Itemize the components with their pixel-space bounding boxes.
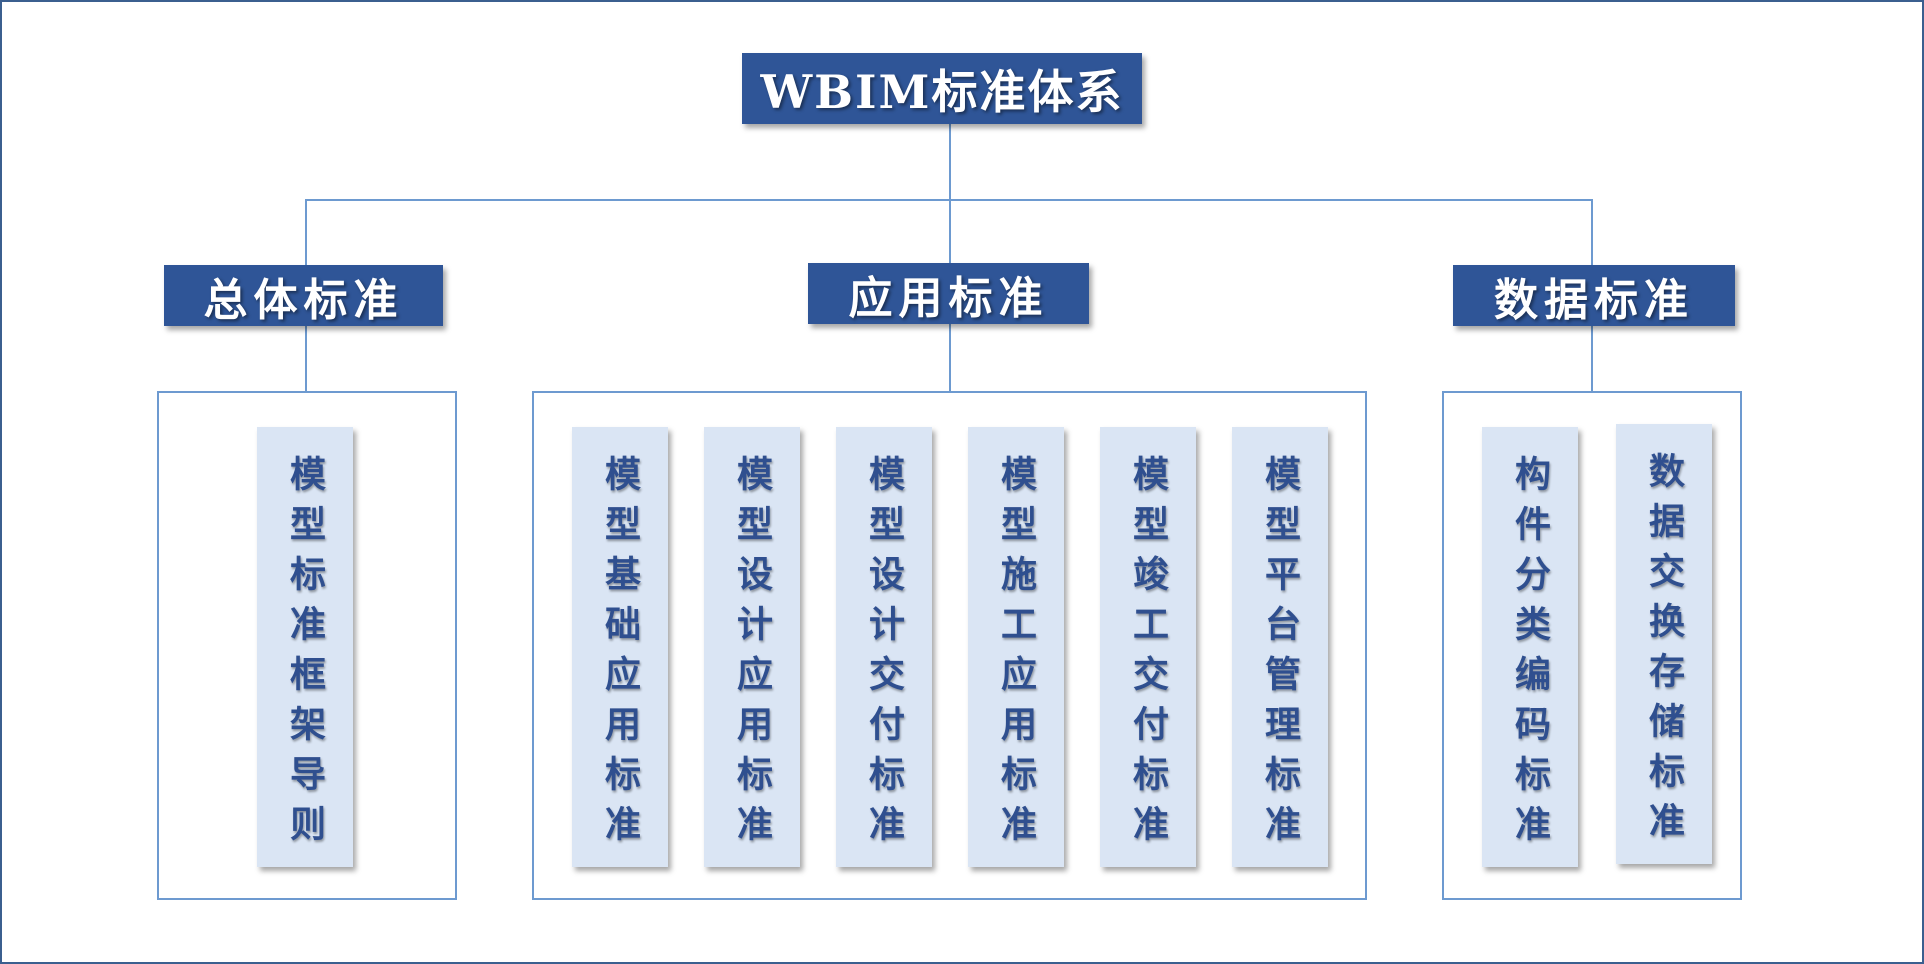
leaf-label: 模型竣工交付标准 <box>1127 455 1169 855</box>
leaf-node: 模型设计交付标准 <box>836 427 932 867</box>
leaf-label: 模型设计交付标准 <box>863 455 905 855</box>
leaf-node: 构件分类编码标准 <box>1482 427 1578 867</box>
leaf-node: 模型基础应用标准 <box>572 427 668 867</box>
category-node-application: 应用标准 <box>808 263 1089 324</box>
connector-drop-middle <box>949 199 951 263</box>
connector-left-to-group <box>305 326 307 391</box>
leaf-node: 模型施工应用标准 <box>968 427 1064 867</box>
connector-middle-to-group <box>949 324 951 391</box>
category-node-data: 数据标准 <box>1453 265 1735 326</box>
leaf-node: 模型设计应用标准 <box>704 427 800 867</box>
leaf-label: 模型施工应用标准 <box>995 455 1037 855</box>
category-node-general: 总体标准 <box>164 265 443 326</box>
leaf-label: 构件分类编码标准 <box>1509 455 1551 855</box>
leaf-label: 模型基础应用标准 <box>599 455 641 855</box>
leaf-node: 模型平台管理标准 <box>1232 427 1328 867</box>
group-frame-application <box>532 391 1367 900</box>
leaf-label: 模型平台管理标准 <box>1259 455 1301 855</box>
leaf-label: 数据交换存储标准 <box>1643 452 1685 852</box>
leaf-node: 模型竣工交付标准 <box>1100 427 1196 867</box>
root-node: WBIM标准体系 <box>742 53 1142 124</box>
connector-drop-right <box>1591 199 1593 265</box>
connector-drop-left <box>305 199 307 265</box>
category-label: 总体标准 <box>203 274 404 326</box>
connector-right-to-group <box>1591 326 1593 391</box>
leaf-node: 模型标准框架导则 <box>257 427 353 867</box>
category-label: 应用标准 <box>848 272 1049 324</box>
leaf-label: 模型标准框架导则 <box>284 455 326 855</box>
leaf-node: 数据交换存储标准 <box>1616 424 1712 864</box>
root-node-label: WBIM标准体系 <box>760 64 1124 119</box>
leaf-label: 模型设计应用标准 <box>731 455 773 855</box>
connector-root-down <box>949 124 951 200</box>
category-label: 数据标准 <box>1494 274 1694 326</box>
